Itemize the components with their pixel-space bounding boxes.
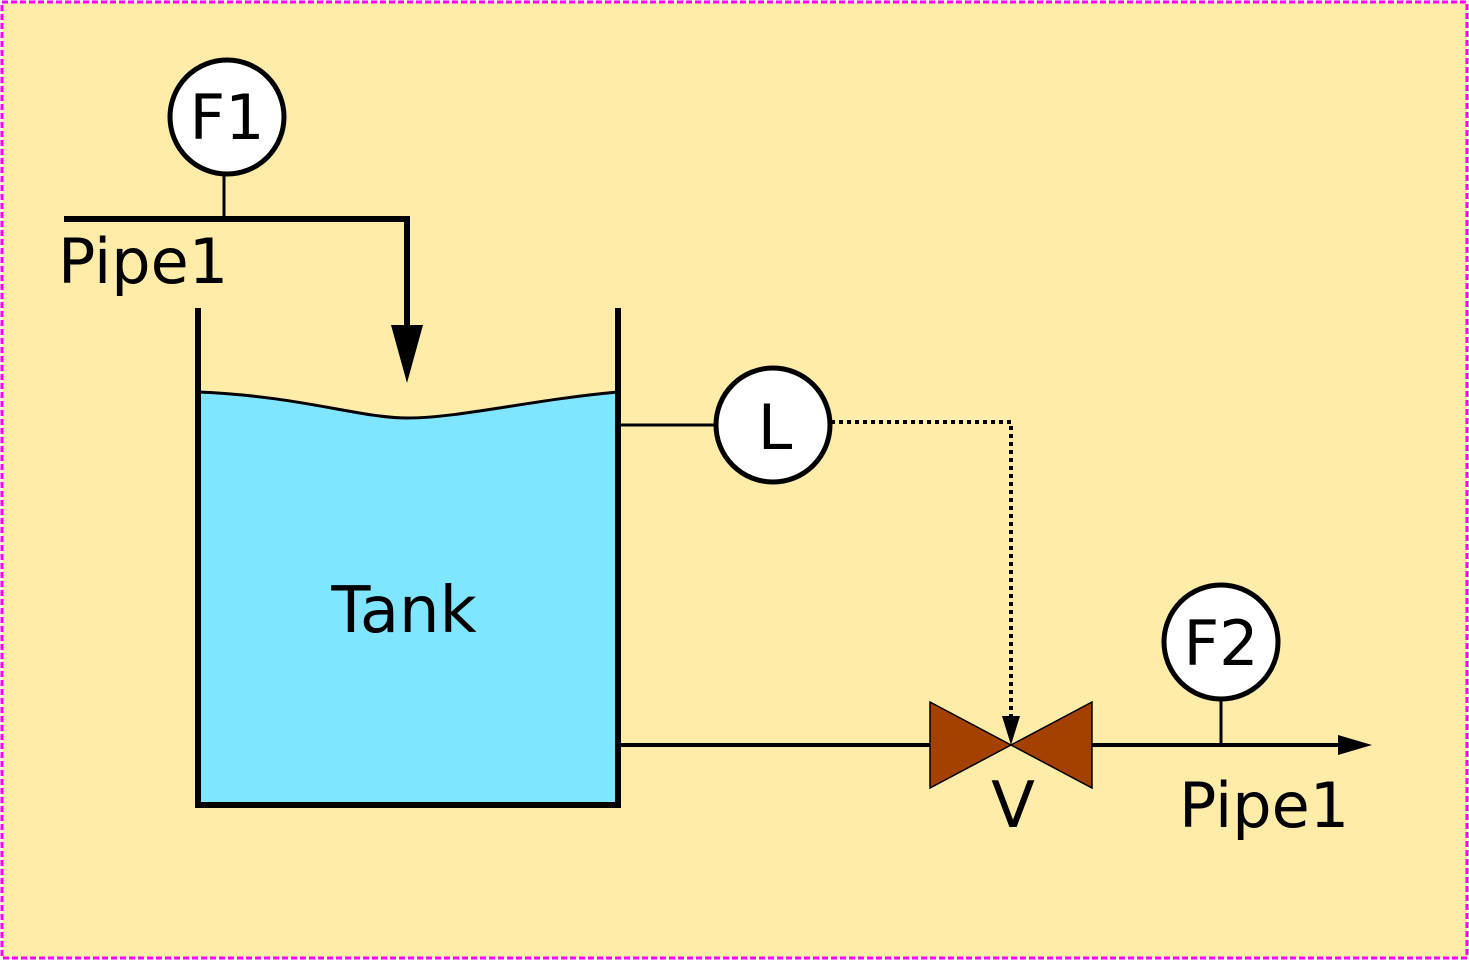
- valve-left-triangle: [929, 700, 1013, 790]
- level-instrument-label: L: [758, 391, 793, 464]
- outlet-arrowhead: [1338, 735, 1372, 755]
- outlet-pipe-label: Pipe1: [1179, 769, 1349, 842]
- level-instrument: L: [713, 365, 833, 485]
- f2-instrument-circle: [1161, 582, 1281, 702]
- tank-water: [198, 392, 618, 805]
- f1-instrument-circle: [167, 57, 287, 177]
- valve-right-triangle: [1009, 700, 1093, 790]
- valve: [929, 700, 1093, 790]
- f2-instrument: F2: [1161, 582, 1281, 702]
- outlet-pipe: [618, 699, 1372, 755]
- f1-instrument: F1: [167, 57, 287, 177]
- f2-instrument-label: F2: [1183, 607, 1258, 680]
- inlet-arrowhead: [391, 325, 423, 383]
- tank-walls: [195, 308, 621, 808]
- inlet-pipe-label: Pipe1: [58, 225, 228, 298]
- inlet-pipe: [64, 175, 423, 383]
- control-signal-arrowhead: [1002, 716, 1020, 745]
- tank: [195, 308, 621, 808]
- tank-label: Tank: [330, 574, 476, 648]
- f1-instrument-label: F1: [189, 81, 264, 154]
- water-surface: [197, 390, 619, 420]
- valve-label: V: [991, 769, 1035, 843]
- control-signal-line: [831, 420, 1020, 745]
- level-instrument-circle: [713, 365, 833, 485]
